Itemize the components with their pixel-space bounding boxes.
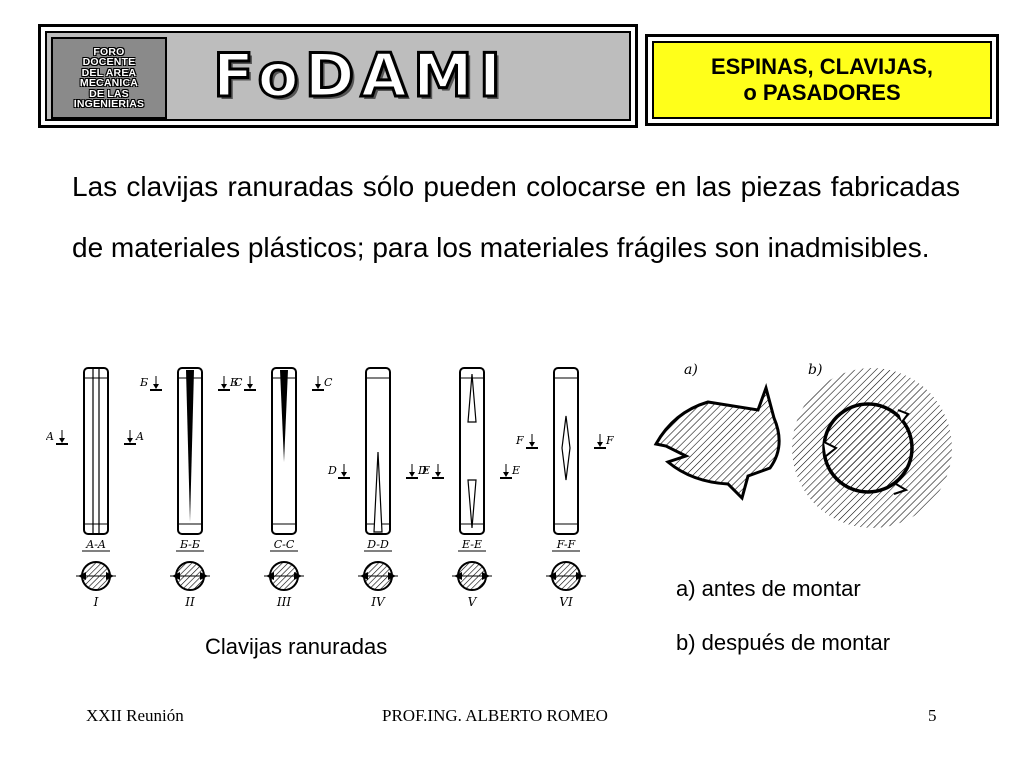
- pin-numeral: IV: [370, 595, 386, 609]
- pin-body: [83, 367, 109, 535]
- title-line-1: ESPINAS, CLAVIJAS,: [710, 54, 934, 79]
- grooved-pins-figure: A A A-A I Б Б Б-Б II C C C-C III D D D-D IV E E E-E V F F F-F V…: [46, 367, 614, 609]
- footer-page-number: 5: [928, 706, 937, 725]
- section-label: Б-Б: [179, 538, 200, 551]
- section-arrow-head: [435, 472, 441, 477]
- section-arrow-label: F: [515, 434, 524, 447]
- label-before: a): [684, 362, 698, 378]
- logo-badge-line: DE LAS: [89, 87, 129, 100]
- section-label: C-C: [274, 538, 295, 551]
- logo-frame: FORO DOCENTE DEL AREA MECANICA DE LAS IN…: [38, 24, 638, 128]
- title-line-2: o PASADORES: [743, 80, 901, 105]
- section-arrow-head: [597, 442, 603, 447]
- title-box: ESPINAS, CLAVIJAS, o PASADORES: [652, 41, 992, 119]
- section-label: E-E: [461, 538, 482, 551]
- grooved-pin: C C C-C III: [234, 367, 333, 609]
- figure-caption-left: Clavijas ranuradas: [205, 634, 388, 659]
- pin-numeral: V: [468, 595, 478, 609]
- logo-badge-line: DEL AREA: [81, 66, 137, 79]
- footer-meeting: XXII Reunión: [86, 706, 184, 725]
- logo-badge-line: MECANICA: [79, 77, 139, 89]
- logo-wordmark: FoDAMI: [211, 40, 508, 113]
- body-paragraph: Las clavijas ranuradas sólo pueden coloc…: [72, 171, 960, 263]
- logo-badge-line: FORO: [93, 45, 125, 58]
- grooved-pin: Б Б Б-Б II: [139, 367, 238, 609]
- pin-numeral: III: [276, 595, 291, 609]
- caption-after: b) después de montar: [676, 630, 891, 655]
- section-arrow-head: [59, 438, 65, 443]
- logo-badge: FORO DOCENTE DEL AREA MECANICA DE LAS IN…: [51, 37, 167, 119]
- mounting-figure: a) b): [653, 362, 952, 528]
- groove-mark: [823, 441, 838, 457]
- pin-numeral: II: [184, 595, 195, 609]
- section-arrow-label: C: [324, 376, 333, 389]
- section-arrow-label: E: [421, 464, 430, 477]
- pin-before-section: [653, 383, 781, 501]
- section-arrow-head: [127, 438, 133, 443]
- grooved-pin: D D D-D IV: [327, 367, 427, 609]
- logo-badge-line: DOCENTE: [82, 56, 136, 68]
- grooved-pin: F F F-F VI: [515, 367, 614, 609]
- groove-mark: [893, 483, 909, 495]
- section-arrow-head: [341, 472, 347, 477]
- section-arrow-label: D: [417, 464, 427, 477]
- logo-badge-line: INGENIERIAS: [73, 98, 145, 110]
- pin-groove: [467, 373, 477, 423]
- section-arrow-head: [153, 384, 159, 389]
- pin-numeral: I: [93, 595, 99, 609]
- section-arrow-head: [247, 384, 253, 389]
- section-arrow-head: [315, 384, 321, 389]
- section-arrow-head: [409, 472, 415, 477]
- groove-mark: [897, 409, 910, 423]
- section-arrow-label: C: [234, 376, 243, 389]
- section-label: A-A: [85, 538, 106, 551]
- pin-groove: [467, 479, 477, 529]
- pin-groove: [280, 370, 288, 462]
- section-label: F-F: [556, 538, 576, 551]
- section-arrow-label: A: [46, 430, 54, 443]
- pin-groove: [373, 451, 383, 533]
- grooved-pin: E E E-E V: [421, 367, 520, 609]
- section-arrow-head: [503, 472, 509, 477]
- section-arrow-label: Б: [139, 376, 148, 389]
- section-arrow-label: Б: [229, 376, 238, 389]
- grooved-pin: A A A-A I: [46, 367, 144, 609]
- label-after: b): [808, 362, 822, 378]
- section-arrow-label: E: [511, 464, 520, 477]
- section-arrow-head: [529, 442, 535, 447]
- pin-body: [459, 367, 485, 535]
- pins-group: A A A-A I Б Б Б-Б II C C C-C III D D D-D IV E E E-E V F F F-F V…: [46, 367, 614, 609]
- caption-before: a) antes de montar: [676, 576, 861, 601]
- pin-groove: [561, 415, 571, 481]
- section-arrow-label: F: [605, 434, 614, 447]
- section-arrow-label: A: [135, 430, 144, 443]
- section-arrow-label: D: [327, 464, 337, 477]
- title-frame: ESPINAS, CLAVIJAS, o PASADORES: [645, 34, 999, 126]
- pin-after-section: [822, 402, 914, 494]
- footer-author: PROF.ING. ALBERTO ROMEO: [382, 706, 608, 725]
- logo-panel: FORO DOCENTE DEL AREA MECANICA DE LAS IN…: [45, 31, 631, 121]
- section-arrow-head: [221, 384, 227, 389]
- pin-body: [365, 367, 391, 535]
- pin-groove: [186, 370, 194, 522]
- pin-numeral: VI: [559, 595, 573, 609]
- section-label: D-D: [366, 538, 389, 551]
